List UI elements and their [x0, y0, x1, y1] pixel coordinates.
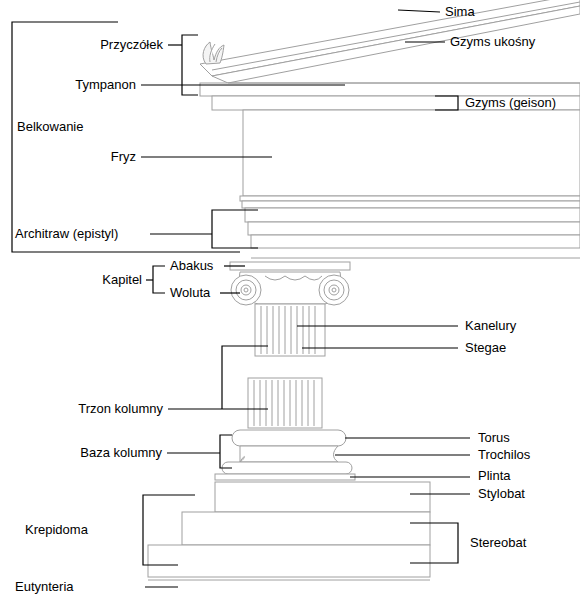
part-label: Torus [478, 430, 510, 446]
part-label: Trzon kolumny [78, 401, 163, 417]
part-label: Trochilos [478, 447, 530, 463]
part-label: Stegae [465, 340, 506, 356]
part-label: Belkowanie [17, 119, 84, 135]
part-label: Abakus [170, 258, 213, 274]
part-label: Baza kolumny [80, 445, 162, 461]
part-label: Tympanon [75, 77, 136, 93]
part-label: Kanelury [465, 318, 516, 334]
part-label: Eutynteria [15, 579, 74, 595]
part-label: Przyczółek [100, 37, 163, 53]
part-label: Architraw (epistyl) [15, 226, 118, 242]
part-label: Stereobat [470, 535, 526, 551]
part-label: Gzyms (geison) [465, 95, 556, 111]
part-label: Sima [445, 4, 475, 20]
part-label: Gzyms ukośny [450, 34, 535, 50]
part-label: Fryz [111, 149, 136, 165]
part-label: Krepidoma [25, 522, 88, 538]
temple-illustration [148, 0, 580, 580]
part-label: Woluta [170, 285, 210, 301]
part-label: Stylobat [478, 486, 525, 502]
leader-lines [12, 10, 470, 587]
part-label: Plinta [478, 468, 511, 484]
part-label: Kapitel [102, 272, 142, 288]
